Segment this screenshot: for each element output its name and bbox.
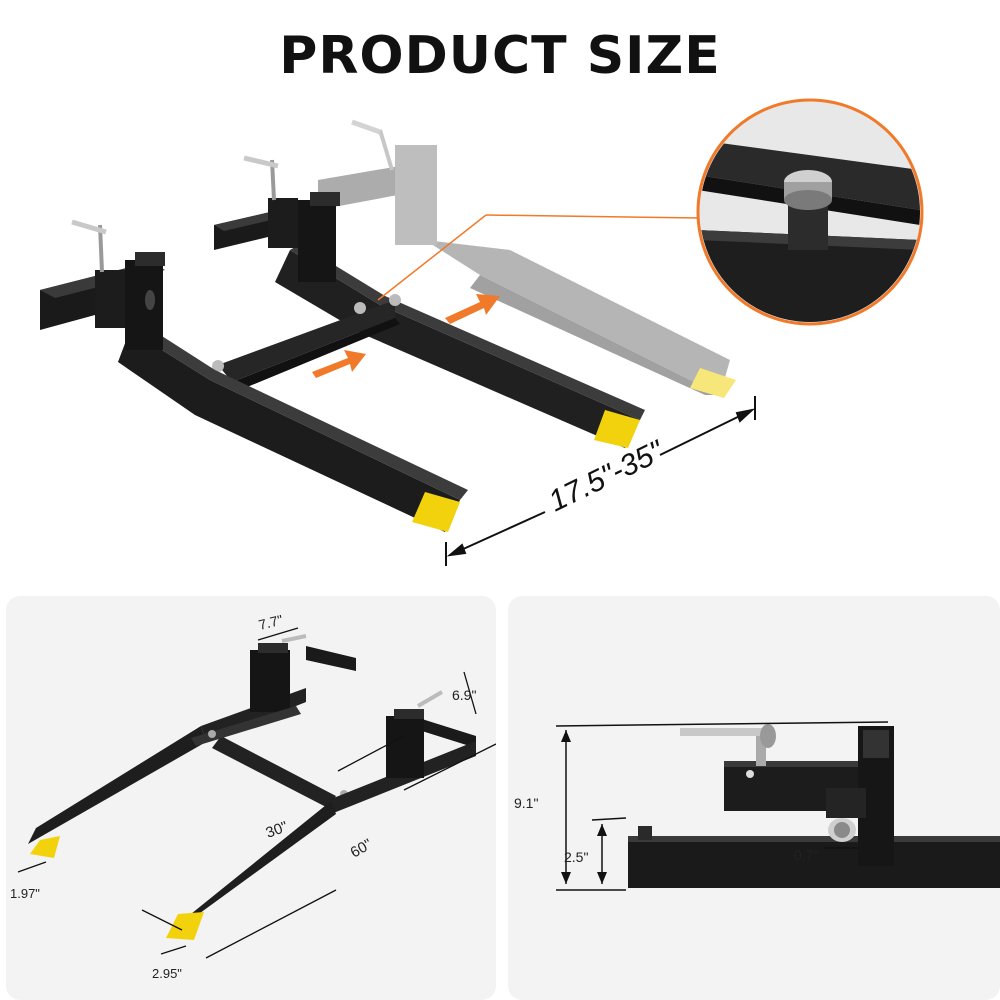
right-side-diagram: 9.1" 2.5" 0.7" xyxy=(514,721,1000,891)
width-dimension xyxy=(445,396,756,566)
dim-fork-width: 2.95" xyxy=(152,966,182,981)
dim-pin-size: 0.7" xyxy=(794,847,818,863)
ghost-fork xyxy=(318,119,736,398)
dimension-panel-right: 9.1" 2.5" 0.7" xyxy=(508,596,1000,1000)
left-fork-diagram: 7.7" 6.9" 30" 60" 1.97" 2.95" xyxy=(10,611,496,981)
dimension-panel-left: 7.7" 6.9" 30" 60" 1.97" 2.95" xyxy=(6,596,496,1000)
dim-beam-height: 2.5" xyxy=(564,849,588,865)
dim-bracket-height: 6.9" xyxy=(452,687,476,703)
front-fork xyxy=(40,219,468,532)
pin-callout xyxy=(377,98,924,326)
page-title: PRODUCT SIZE xyxy=(279,26,721,86)
dim-total-height: 9.1" xyxy=(514,795,538,811)
cross-bar xyxy=(212,294,401,390)
dim-spacing: 30" xyxy=(264,818,291,842)
main-product-view: 17.5"-35" xyxy=(40,98,924,566)
dim-fork-thickness: 1.97" xyxy=(10,886,40,901)
width-range-label: 17.5"-35" xyxy=(544,434,670,518)
back-fork xyxy=(214,155,645,448)
slide-arrows xyxy=(312,294,500,378)
dim-bracket-width: 7.7" xyxy=(257,611,285,632)
dim-fork-length: 60" xyxy=(348,836,376,862)
